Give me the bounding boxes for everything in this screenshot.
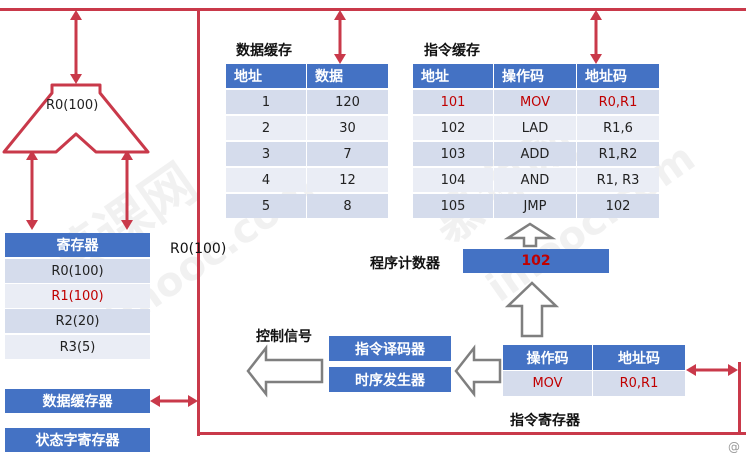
icache-operand: R1,6 — [577, 116, 659, 140]
control-signal-label: 控制信号 — [256, 329, 312, 345]
bottom-bus — [199, 432, 746, 435]
data-cache-header-addr: 地址 — [226, 64, 306, 88]
register-row: R1(100) — [5, 284, 150, 308]
main-vertical-bus — [197, 8, 200, 436]
data-buffer-register: 数据缓存器 — [5, 389, 150, 413]
data-cache-addr: 3 — [226, 142, 306, 166]
register-row: R0(100) — [5, 259, 150, 283]
data-cache-addr: 1 — [226, 90, 306, 114]
icache-operand: 102 — [577, 194, 659, 218]
icache-addr: 104 — [413, 168, 493, 192]
ir-op-value: MOV — [503, 371, 592, 396]
registers-header: 寄存器 — [5, 233, 150, 257]
register-row: R2(20) — [5, 309, 150, 333]
program-counter-value: 102 — [463, 249, 609, 273]
pc-to-icache-arrow — [503, 222, 557, 248]
ir-header-operand: 地址码 — [593, 345, 685, 370]
ir-operand-value: R0,R1 — [593, 371, 685, 396]
program-counter-label: 程序计数器 — [370, 256, 440, 272]
icache-op: LAD — [494, 116, 576, 140]
ir-to-decoder-arrow — [454, 344, 502, 398]
data-cache-value: 30 — [307, 116, 388, 140]
right-vertical-bus — [738, 362, 741, 435]
data-cache-value: 8 — [307, 194, 388, 218]
icache-header-op: 操作码 — [494, 64, 576, 88]
data-cache-value: 12 — [307, 168, 388, 192]
corner-text: @ — [728, 440, 740, 454]
alu-shape — [2, 83, 150, 154]
icache-op: JMP — [494, 194, 576, 218]
register-row: R3(5) — [5, 335, 150, 359]
instruction-register-label: 指令寄存器 — [510, 413, 580, 429]
icache-header-operand: 地址码 — [577, 64, 659, 88]
control-signal-arrow — [246, 344, 324, 398]
instruction-cache-title: 指令缓存 — [424, 43, 480, 59]
data-cache-header-data: 数据 — [307, 64, 388, 88]
data-cache-addr: 2 — [226, 116, 306, 140]
icache-header-addr: 地址 — [413, 64, 493, 88]
data-cache-value: 7 — [307, 142, 388, 166]
ir-to-pc-arrow — [504, 281, 560, 338]
icache-op: MOV — [494, 90, 576, 114]
data-cache-addr: 4 — [226, 168, 306, 192]
icache-addr: 103 — [413, 142, 493, 166]
icache-operand: R0,R1 — [577, 90, 659, 114]
top-bus — [0, 8, 746, 11]
data-cache-title: 数据缓存 — [236, 43, 292, 59]
icache-operand: R1, R3 — [577, 168, 659, 192]
bus-value-label: R0(100) — [170, 241, 227, 257]
instruction-decoder: 指令译码器 — [329, 336, 451, 361]
icache-addr: 101 — [413, 90, 493, 114]
timing-generator: 时序发生器 — [329, 367, 451, 392]
icache-op: AND — [494, 168, 576, 192]
alu-label: R0(100) — [46, 98, 99, 113]
icache-operand: R1,R2 — [577, 142, 659, 166]
status-register: 状态字寄存器 — [5, 428, 150, 452]
ir-header-op: 操作码 — [503, 345, 592, 370]
data-cache-value: 120 — [307, 90, 388, 114]
icache-addr: 105 — [413, 194, 493, 218]
icache-op: ADD — [494, 142, 576, 166]
icache-addr: 102 — [413, 116, 493, 140]
data-cache-addr: 5 — [226, 194, 306, 218]
